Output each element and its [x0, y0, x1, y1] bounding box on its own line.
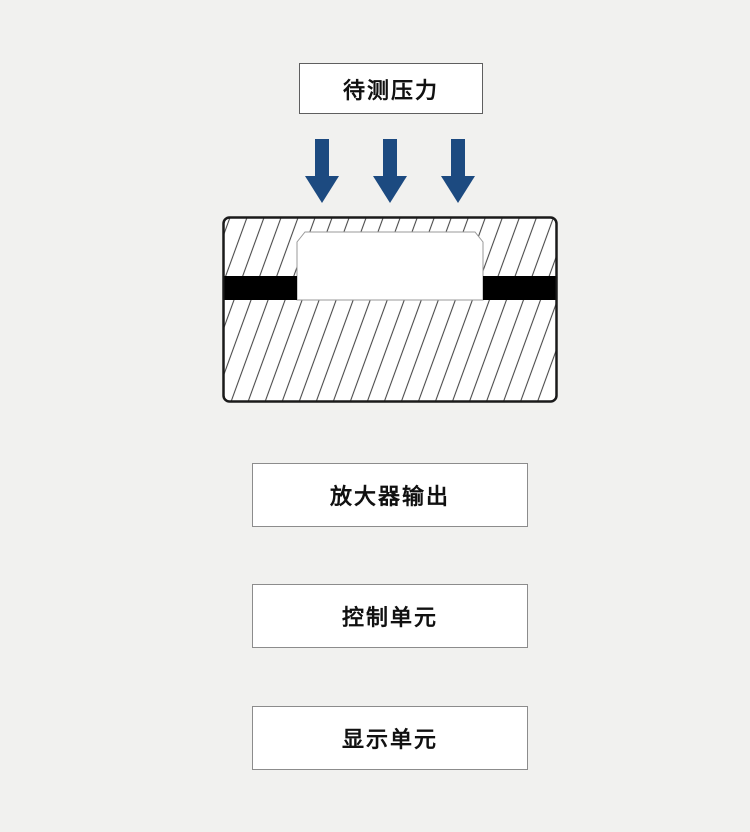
- display-unit-box: 显示单元: [252, 706, 528, 770]
- down-arrow-icon: [441, 139, 475, 203]
- pressure-input-label: 待测压力: [342, 78, 439, 104]
- control-unit-label: 控制单元: [341, 606, 438, 631]
- control-unit-box: 控制单元: [252, 584, 528, 648]
- amplifier-output-label: 放大器输出: [329, 485, 450, 510]
- down-arrow-icon: [305, 139, 339, 203]
- pressure-sensor-cross-section: [222, 216, 558, 403]
- pressure-arrows: [303, 139, 477, 203]
- left-electrode: [224, 276, 297, 300]
- sensor-cavity: [296, 231, 484, 301]
- amplifier-output-box: 放大器输出: [252, 463, 528, 527]
- display-unit-label: 显示单元: [341, 728, 438, 753]
- right-electrode: [483, 276, 556, 300]
- pressure-input-box: 待测压力: [299, 63, 483, 114]
- down-arrow-icon: [373, 139, 407, 203]
